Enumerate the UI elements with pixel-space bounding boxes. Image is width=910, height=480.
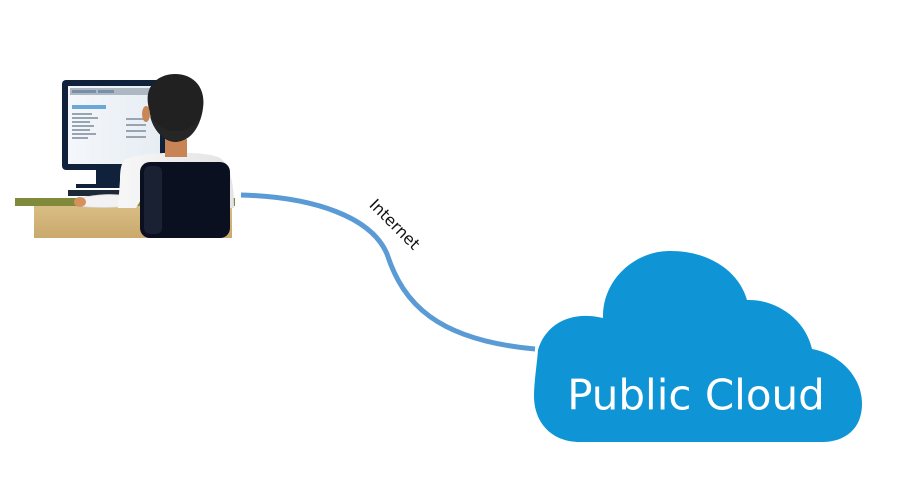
internet-connection-line [240, 192, 536, 352]
cloud-icon: Public Cloud [534, 250, 862, 442]
cloud-label: Public Cloud [567, 371, 825, 420]
keyboard [68, 190, 140, 196]
neck [165, 139, 187, 157]
internet-label: Internet [366, 195, 424, 253]
head [147, 74, 204, 142]
person-at-computer-icon [15, 74, 235, 238]
chair-back [140, 162, 230, 238]
